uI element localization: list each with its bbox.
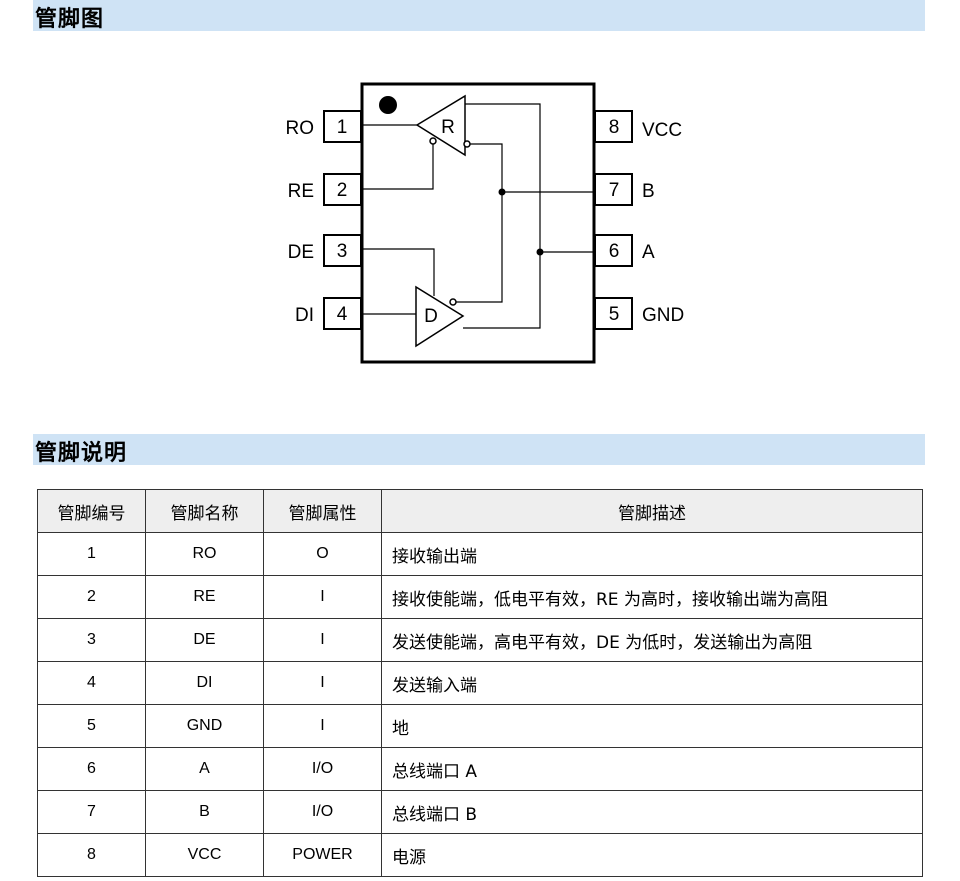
table-row: 1 RO O 接收输出端 [37,532,923,576]
cell-pin-name: B [145,790,264,834]
cell-pin-number: 2 [37,575,146,619]
pin-number-4: 4 [337,304,348,325]
cell-pin-description: 总线端口 A [381,747,923,791]
pinout-diagram: 1 2 3 4 RO RE DE DI 8 7 6 5 VCC B A GND … [286,82,684,364]
receiver-buffer [415,94,471,157]
pin-number-7: 7 [609,180,620,201]
right-pins: 8 7 6 5 VCC B A GND [594,110,684,330]
table-row: 7 B I/O 总线端口 B [37,790,923,834]
pin-name-re: RE [288,181,314,202]
cell-pin-name: DE [145,618,264,662]
pin1-marker-dot [379,96,397,114]
table-row: 4 DI I 发送输入端 [37,661,923,705]
cell-pin-attribute: I [263,661,382,705]
pinout-section-header: 管脚图 [33,0,925,32]
cell-pin-attribute: I/O [263,790,382,834]
pin-name-gnd: GND [642,305,684,326]
pinout-section-title: 管脚图 [35,7,105,32]
pin-name-ro: RO [286,118,315,139]
pin-box-1 [323,110,362,143]
cell-pin-number: 7 [37,790,146,834]
cell-pin-number: 4 [37,661,146,705]
description-section-title: 管脚说明 [35,441,128,466]
cell-pin-name: GND [145,704,264,748]
pin-number-5: 5 [609,304,620,325]
pin-box-7 [594,173,633,206]
pin-name-a: A [642,242,655,263]
junction-a [536,248,544,256]
cell-pin-name: VCC [145,833,264,877]
cell-pin-number: 3 [37,618,146,662]
cell-pin-number: 6 [37,747,146,791]
cell-pin-attribute: I [263,575,382,619]
pin-name-b: B [642,181,655,202]
cell-pin-attribute: I [263,618,382,662]
table-row: 2 RE I 接收使能端，低电平有效，RE 为高时，接收输出端为高阻 [37,575,923,619]
cell-pin-attribute: POWER [263,833,382,877]
pin-number-6: 6 [609,241,620,262]
cell-pin-description: 发送使能端，高电平有效，DE 为低时，发送输出为高阻 [381,618,923,662]
pin-box-2 [323,173,362,206]
cell-pin-name: DI [145,661,264,705]
header-pin-number: 管脚编号 [37,489,146,533]
pin-name-di: DI [295,305,314,326]
pin-number-3: 3 [337,241,348,262]
cell-pin-number: 8 [37,833,146,877]
cell-pin-name: RO [145,532,264,576]
pin-box-8 [594,110,633,143]
pin-number-8: 8 [609,117,620,138]
receiver-label: R [441,117,455,138]
cell-pin-attribute: O [263,532,382,576]
table-row: 3 DE I 发送使能端，高电平有效，DE 为低时，发送输出为高阻 [37,618,923,662]
pin-box-3 [323,234,362,267]
cell-pin-attribute: I/O [263,747,382,791]
table-row: 6 A I/O 总线端口 A [37,747,923,791]
table-row: 5 GND I 地 [37,704,923,748]
cell-pin-number: 5 [37,704,146,748]
pin-number-2: 2 [337,180,348,201]
pin-box-5 [594,297,633,330]
table-row: 8 VCC POWER 电源 [37,833,923,877]
cell-pin-attribute: I [263,704,382,748]
cell-pin-name: A [145,747,264,791]
cell-pin-description: 电源 [381,833,923,877]
wiring [361,103,595,329]
header-pin-description: 管脚描述 [381,489,923,533]
pin-description-table: 管脚编号 管脚名称 管脚属性 管脚描述 1 RO O 接收输出端 2 RE I … [37,489,923,877]
cell-pin-name: RE [145,575,264,619]
left-pins: 1 2 3 4 RO RE DE DI [286,110,362,330]
cell-pin-description: 发送输入端 [381,661,923,705]
junction-b [498,188,506,196]
header-pin-name: 管脚名称 [145,489,264,533]
cell-pin-number: 1 [37,532,146,576]
cell-pin-description: 接收输出端 [381,532,923,576]
table-header-row: 管脚编号 管脚名称 管脚属性 管脚描述 [37,489,923,533]
chip-body [360,82,596,364]
cell-pin-description: 接收使能端，低电平有效，RE 为高时，接收输出端为高阻 [381,575,923,619]
cell-pin-description: 地 [381,704,923,748]
header-pin-attribute: 管脚属性 [263,489,382,533]
pin-name-vcc: VCC [642,120,682,141]
pin-name-de: DE [288,242,314,263]
description-section-header: 管脚说明 [33,434,925,466]
driver-label: D [424,306,438,327]
pin-number-1: 1 [337,117,348,138]
pin-box-6 [594,234,633,267]
cell-pin-description: 总线端口 B [381,790,923,834]
